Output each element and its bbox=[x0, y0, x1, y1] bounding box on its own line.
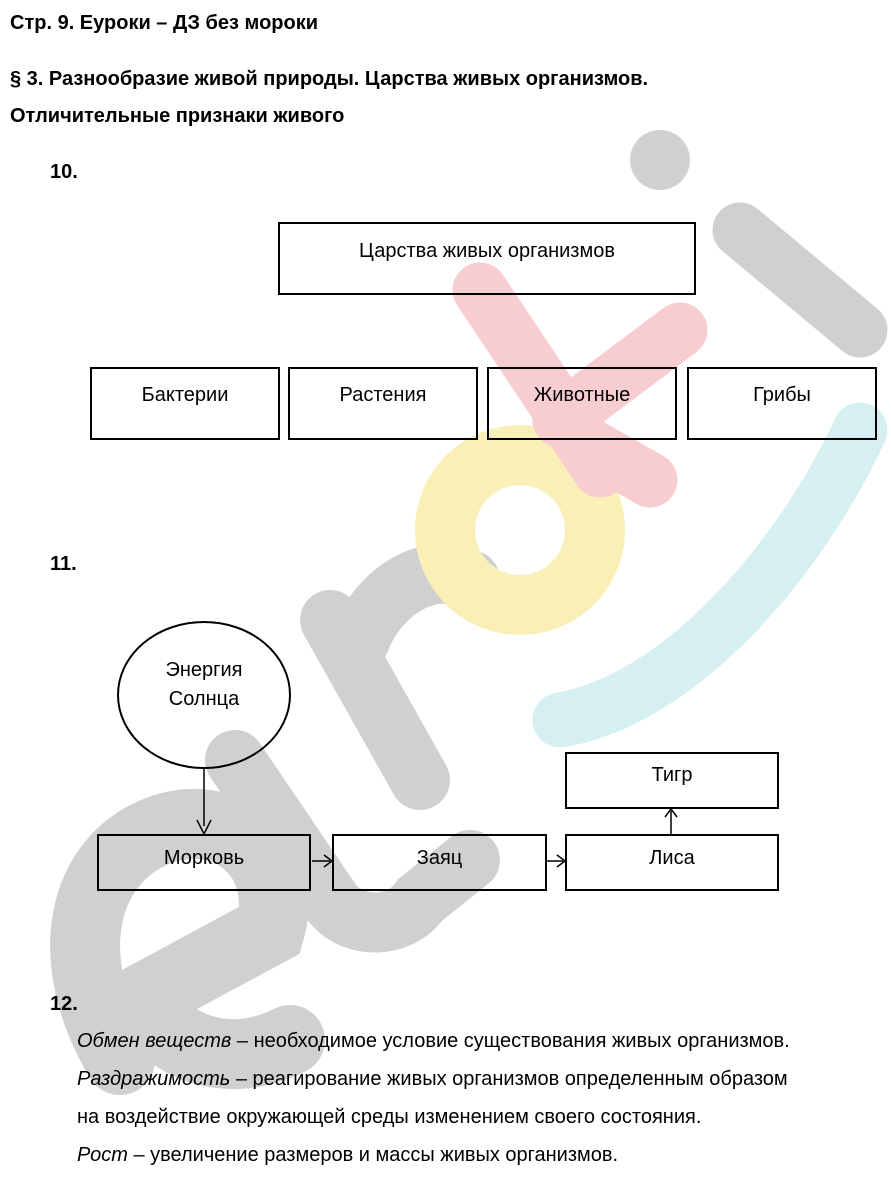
subsection-title: Отличительные признаки живого bbox=[10, 105, 345, 127]
definition-term: Раздражимость bbox=[77, 1068, 231, 1090]
watermark-swoosh bbox=[532, 402, 888, 748]
definition-text: на воздействие окружающей среды изменени… bbox=[77, 1106, 702, 1128]
definition-line: на воздействие окружающей среды изменени… bbox=[77, 1106, 701, 1129]
kingdom-label: Грибы bbox=[753, 384, 811, 406]
definition-text: – реагирование живых организмов определе… bbox=[230, 1068, 788, 1090]
definition-line: Обмен веществ – необходимое условие суще… bbox=[77, 1030, 790, 1053]
kingdom-box: Животные bbox=[487, 367, 677, 440]
kingdom-label: Растения bbox=[339, 384, 427, 406]
page-title: Стр. 9. Еуроки – ДЗ без мороки bbox=[10, 12, 319, 34]
watermark-letter-i bbox=[712, 202, 888, 358]
watermark-letter-k bbox=[452, 262, 708, 508]
kingdom-box: Грибы bbox=[687, 367, 877, 440]
definition-term: Рост bbox=[77, 1144, 128, 1166]
definition-text: – необходимое условие существования живы… bbox=[231, 1030, 790, 1052]
task-10-number: 10. bbox=[50, 161, 78, 183]
food-chain-label: Морковь bbox=[163, 847, 245, 869]
kingdoms-root-box: Царства живых организмов bbox=[278, 222, 696, 295]
sun-label-line: Энергия bbox=[165, 659, 243, 681]
food-chain-box: Лиса bbox=[565, 834, 779, 891]
definition-line: Рост – увеличение размеров и массы живых… bbox=[77, 1144, 618, 1167]
kingdom-label: Бактерии bbox=[141, 384, 229, 406]
food-chain-label: Заяц bbox=[416, 847, 463, 869]
kingdom-box: Растения bbox=[288, 367, 478, 440]
definition-term: Обмен веществ bbox=[77, 1030, 232, 1052]
sun-label: Энергия Солнца bbox=[118, 656, 290, 714]
sun-label-line: Солнца bbox=[168, 688, 240, 710]
food-chain-top-label: Тигр bbox=[651, 764, 693, 786]
food-chain-top-box: Тигр bbox=[565, 752, 779, 809]
watermark-letter-u bbox=[205, 730, 500, 953]
definition-text: – увеличение размеров и массы живых орга… bbox=[127, 1144, 619, 1166]
kingdom-box: Бактерии bbox=[90, 367, 280, 440]
section-title: § 3. Разнообразие живой природы. Царства… bbox=[10, 68, 649, 90]
watermark-dot-i bbox=[630, 130, 690, 190]
watermark-letter-o bbox=[415, 425, 625, 635]
kingdoms-root-label: Царства живых организмов bbox=[359, 240, 615, 262]
task-12-number: 12. bbox=[50, 993, 78, 1015]
kingdom-label: Животные bbox=[533, 384, 631, 406]
food-chain-box: Заяц bbox=[332, 834, 547, 891]
definition-line: Раздражимость – реагирование живых орган… bbox=[77, 1068, 788, 1091]
food-chain-label: Лиса bbox=[649, 847, 695, 869]
food-chain-box: Морковь bbox=[97, 834, 311, 891]
task-11-number: 11. bbox=[50, 553, 77, 575]
